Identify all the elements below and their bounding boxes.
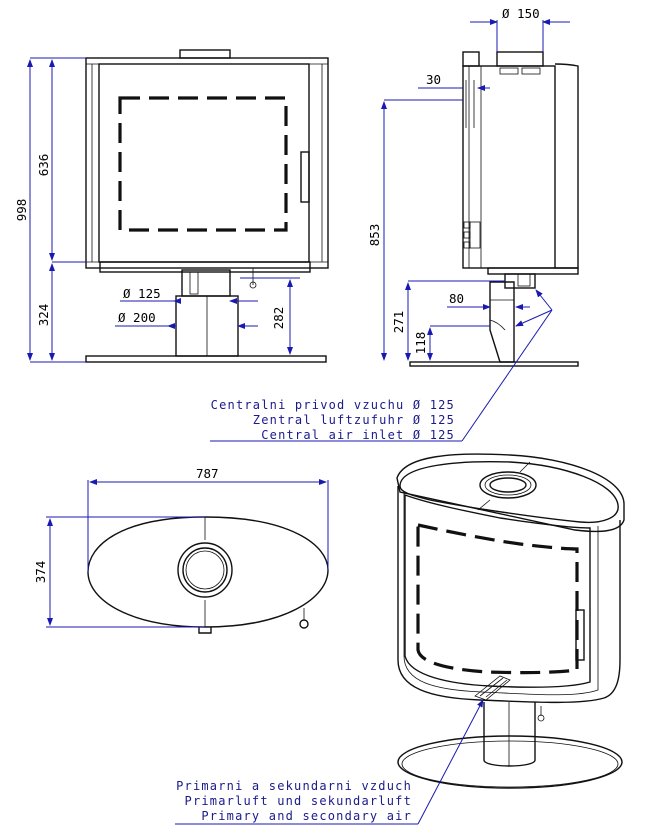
dim-998: 998 xyxy=(14,199,29,222)
top-view-outline xyxy=(87,516,329,628)
top-view-handle xyxy=(299,619,309,629)
perspective-glass xyxy=(416,523,579,675)
dim-324: 324 xyxy=(36,304,51,327)
front-glass xyxy=(118,96,288,232)
air-inlet-note: Centralni privod vzuchu Ø 125 Zentral lu… xyxy=(211,398,455,442)
dim-diameter-150: Ø 150 xyxy=(502,6,540,21)
dim-30: 30 xyxy=(426,72,441,87)
dim-diameter-125-front: Ø 125 xyxy=(123,286,161,301)
air-inlet-note-cz: Centralni privod vzuchu Ø 125 xyxy=(211,398,455,412)
perspective-view xyxy=(396,453,625,789)
top-view: 787 374 xyxy=(33,466,329,634)
primary-air-leader xyxy=(175,699,484,825)
front-body xyxy=(85,57,329,269)
air-inlet-note-de: Zentral luftzufuhr Ø 125 xyxy=(253,413,455,427)
air-inlet-note-en: Central air inlet Ø 125 xyxy=(261,428,455,442)
dim-636: 636 xyxy=(36,154,51,177)
dim-118: 118 xyxy=(413,332,428,355)
dim-271: 271 xyxy=(391,311,406,334)
dim-282: 282 xyxy=(271,307,286,330)
side-body xyxy=(462,65,556,269)
dim-374: 374 xyxy=(33,561,48,584)
side-view: Ø 150 30 853 271 80 118 xyxy=(367,6,579,367)
front-view: 998 636 324 Ø 125 Ø 200 282 xyxy=(14,49,329,363)
top-view-flue-outer xyxy=(177,542,233,598)
perspective-foot-plate xyxy=(397,735,623,789)
perspective-body xyxy=(397,486,621,704)
air-inlet-leader xyxy=(210,289,553,442)
primary-air-note-de: Primarluft und sekundarluft xyxy=(185,794,412,808)
primary-air-note-cz: Primarni a sekundarni vzduch xyxy=(176,779,412,793)
side-foot-plate xyxy=(409,361,579,367)
primary-air-note: Primarni a sekundarni vzduch Primarluft … xyxy=(176,779,412,823)
primary-air-note-en: Primary and secondary air xyxy=(201,809,412,823)
dim-80: 80 xyxy=(449,291,464,306)
front-foot-plate xyxy=(85,355,327,363)
front-handle xyxy=(300,151,310,203)
dim-787: 787 xyxy=(196,466,219,481)
perspective-column xyxy=(483,702,536,767)
dim-diameter-200: Ø 200 xyxy=(118,310,156,325)
dim-853: 853 xyxy=(367,224,382,247)
